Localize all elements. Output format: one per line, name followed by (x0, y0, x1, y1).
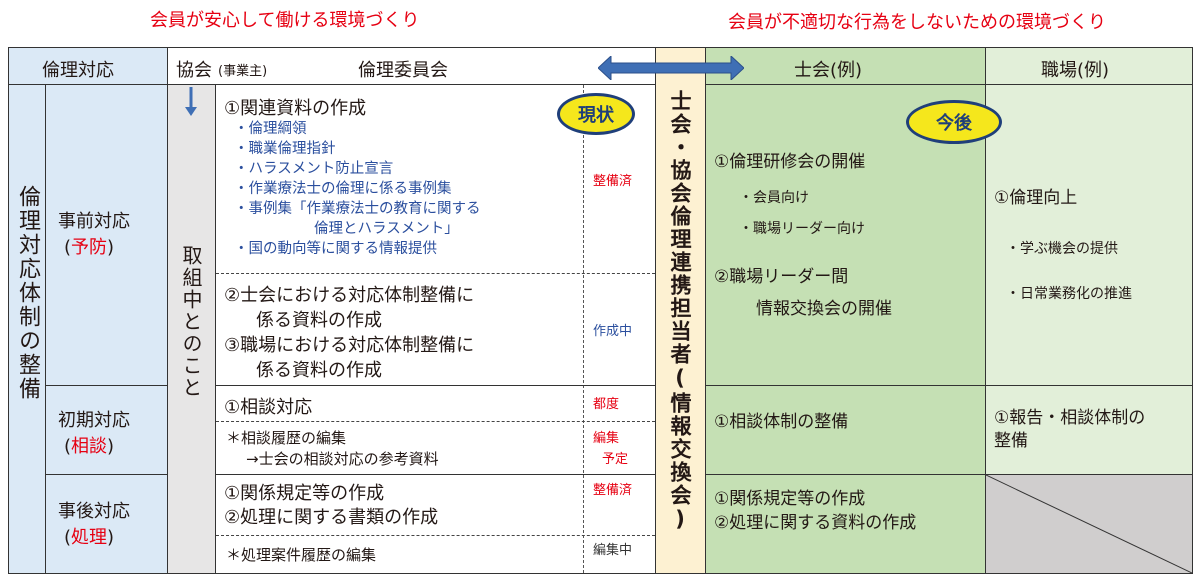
shokuba-consultation: ①報告・相談体制の整備 (985, 385, 1193, 475)
status-r1: 整備済 (593, 174, 633, 189)
phase-handling: 事後対応 (処理) (45, 474, 168, 574)
status-r5: 整備済 (593, 483, 633, 498)
r6: ＊処理案件履歴の編集 (226, 546, 377, 564)
torikumi-column: 取組中とのこと (167, 84, 216, 574)
down-arrow-icon (185, 87, 197, 116)
shokuba-handling-empty (985, 474, 1193, 574)
header-rinri-taiou: 倫理対応 (8, 47, 168, 85)
phase-consultation: 初期対応 (相談) (45, 385, 168, 475)
badge-current: 現状 (557, 93, 635, 135)
r1-title: ①関連資料の作成 (224, 98, 367, 119)
status-r4: 編集予定 (593, 431, 629, 467)
badge-future: 今後 (906, 100, 1002, 144)
header-shokuba: 職場(例) (985, 47, 1193, 85)
phase-prevention: 事前対応 (予防) (45, 84, 168, 386)
caption-right: 会員が不適切な行為をしないための環境づくり (728, 12, 1106, 33)
header-kyokai: 協会 (事業主) 倫理委員会 (167, 47, 656, 85)
status-r3: 都度 (593, 397, 620, 412)
caption-left: 会員が安心して働ける環境づくり (150, 10, 420, 31)
shokuba-prevention: ①倫理向上 ・学ぶ機会の提供・日常業務化の推進 (985, 84, 1193, 386)
double-arrow-icon (598, 56, 744, 80)
status-r6: 編集中 (593, 543, 633, 558)
shikai-consultation: ①相談体制の整備 (705, 385, 986, 475)
r3: ①相談対応 (224, 397, 313, 418)
status-r2: 作成中 (593, 324, 633, 339)
side-title: 倫理対応体制の整備 (8, 84, 46, 574)
r4-lines: ＊相談履歴の編集→士会の相談対応の参考資料 (226, 429, 439, 468)
status-divider (583, 85, 584, 573)
liaison-column: 士会・協会倫理連携担当者(情報交換会) (655, 47, 706, 574)
kyokai-content (215, 84, 656, 574)
shikai-prevention: ①倫理研修会の開催 ・会員向け・職場リーダー向け ②職場リーダー間情報交換会の開… (705, 84, 986, 386)
header-shikai: 士会(例) (705, 47, 986, 85)
r1-bullets: ・倫理綱領・職業倫理指針・ハラスメント防止宣言・作業療法士の倫理に係る事例集・事… (234, 121, 481, 257)
